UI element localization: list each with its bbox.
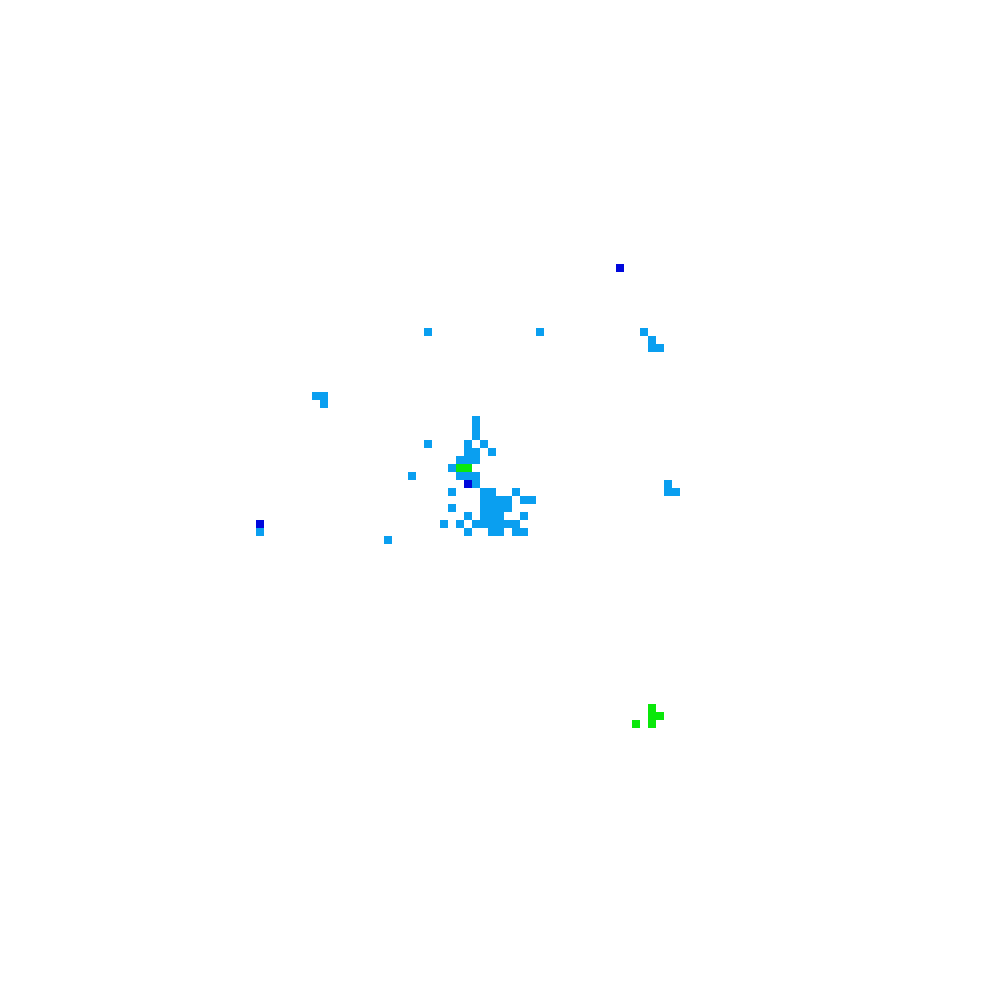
echo-light-4: [648, 336, 656, 344]
echo-light-2: [536, 328, 544, 336]
echo-light-22: [664, 480, 672, 496]
echo-light-38: [464, 528, 472, 536]
echo-light-32: [480, 512, 504, 520]
echo-light-6: [312, 392, 328, 400]
echo-light-25: [480, 496, 504, 504]
echo-light-7: [320, 400, 328, 408]
echo-light-20: [448, 488, 456, 496]
echo-light-3: [640, 328, 648, 336]
echo-light-5: [648, 344, 664, 352]
echo-light-8: [472, 416, 480, 424]
echo-heavy-1: [616, 264, 624, 272]
echo-light-36: [440, 520, 448, 528]
echo-green-4: [632, 720, 640, 728]
echo-light-19: [472, 480, 480, 488]
echo-light-37: [504, 520, 520, 528]
echo-light-24: [480, 488, 496, 496]
echo-light-21: [512, 488, 520, 496]
echo-heavy-3: [256, 520, 264, 528]
echo-light-10: [424, 440, 432, 448]
echo-light-14: [488, 448, 496, 456]
echo-light-42: [384, 536, 392, 544]
echo-light-1: [424, 328, 432, 336]
echo-light-34: [472, 520, 504, 528]
echo-light-26: [504, 496, 512, 504]
echo-green-5: [648, 720, 656, 728]
echo-green-2: [648, 704, 656, 712]
echo-light-18: [456, 472, 480, 480]
echo-light-9: [472, 424, 480, 440]
echo-light-13: [464, 448, 480, 456]
echo-light-12: [480, 440, 488, 448]
precipitation-echo-layer: [256, 264, 680, 728]
echo-light-23: [672, 488, 680, 496]
echo-heavy-2: [464, 480, 472, 488]
echo-light-39: [488, 528, 504, 536]
echo-light-35: [520, 512, 528, 520]
echo-green-3: [648, 712, 664, 720]
echo-light-33: [456, 520, 464, 528]
echo-light-11: [464, 440, 472, 448]
echo-light-15: [456, 456, 480, 464]
echo-light-31: [464, 512, 472, 520]
echo-light-30: [504, 504, 512, 512]
echo-light-16: [448, 464, 456, 472]
echo-light-28: [448, 504, 456, 512]
echo-light-29: [480, 504, 504, 512]
echo-light-41: [256, 528, 264, 536]
echo-green-1: [456, 464, 472, 472]
echo-light-27: [520, 496, 536, 504]
echo-light-17: [408, 472, 416, 480]
echo-light-40: [512, 528, 528, 536]
